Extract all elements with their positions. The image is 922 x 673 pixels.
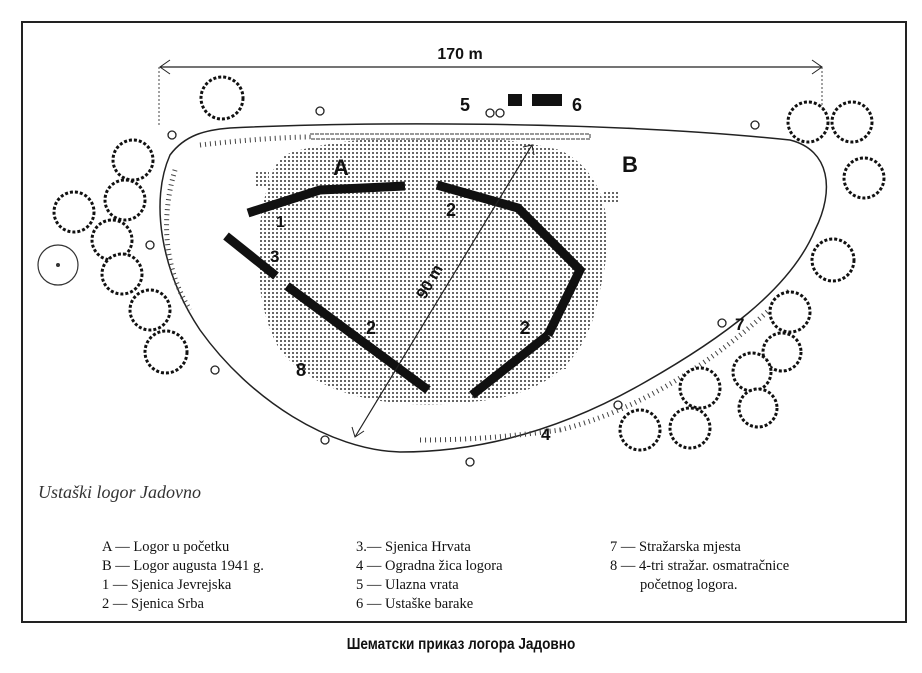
legend-column-2: 3.— Sjenica Hrvata 4 — Ogradna žica logo… — [356, 538, 503, 614]
legend-item: 7 — Stražarska mjesta — [610, 539, 741, 555]
camp-fence — [159, 123, 828, 453]
legend-item: A — Logor u početku — [102, 539, 230, 555]
label-a: A — [333, 155, 349, 180]
well — [37, 244, 79, 286]
marker-2: 2 — [366, 318, 376, 338]
legend-item: početnog logora. — [640, 577, 738, 593]
marker-2: 2 — [446, 200, 456, 220]
frame-border — [21, 21, 907, 623]
legend-item: 8 — 4-tri stražar. osmatračnice — [610, 558, 790, 574]
legend-item: B — Logor augusta 1941 g. — [102, 558, 264, 574]
marker-6: 6 — [572, 95, 582, 115]
legend-item: 2 — Sjenica Srba — [102, 596, 204, 612]
watchtowers — [255, 172, 618, 369]
legend-column-1: A — Logor u početku B — Logor augusta 19… — [102, 538, 264, 614]
barrack — [508, 94, 522, 106]
entrance-gate — [309, 133, 591, 140]
pit-2-lower — [469, 331, 551, 399]
width-dimension: 170 m — [158, 44, 823, 125]
marker-3: 3 — [270, 247, 279, 266]
pit-3 — [223, 232, 279, 280]
initial-camp-area — [258, 136, 608, 405]
legend-item: 4 — Ogradna žica logora — [356, 558, 503, 574]
pit-2-left — [284, 282, 431, 394]
legend-item: 6 — Ustaške barake — [356, 596, 474, 612]
pits — [223, 180, 586, 399]
guard-posts — [145, 106, 760, 467]
label-b: B — [622, 152, 638, 177]
marker-4: 4 — [541, 425, 551, 444]
legend-item: 5 — Ulazna vrata — [356, 577, 459, 593]
pit-1 — [246, 181, 406, 218]
legend-item: 1 — Sjenica Jevrejska — [102, 577, 232, 593]
barrack — [532, 94, 562, 106]
pit-2-right — [435, 180, 586, 337]
marker-8: 8 — [296, 360, 306, 380]
legend-column-3: 7 — Stražarska mjesta 8 — 4-tri stražar.… — [610, 538, 789, 595]
diagram-title: Ustaški logor Jadovno — [38, 482, 201, 502]
marker-1: 1 — [276, 214, 285, 231]
trees — [52, 75, 886, 452]
legend-item: 3.— Sjenica Hrvata — [356, 539, 471, 555]
marker-5: 5 — [460, 95, 470, 115]
marker-2: 2 — [520, 318, 530, 338]
figure-caption: Шематски приказ логора Јадовно — [346, 636, 576, 653]
marker-7: 7 — [735, 315, 744, 334]
width-label: 170 m — [437, 46, 482, 63]
